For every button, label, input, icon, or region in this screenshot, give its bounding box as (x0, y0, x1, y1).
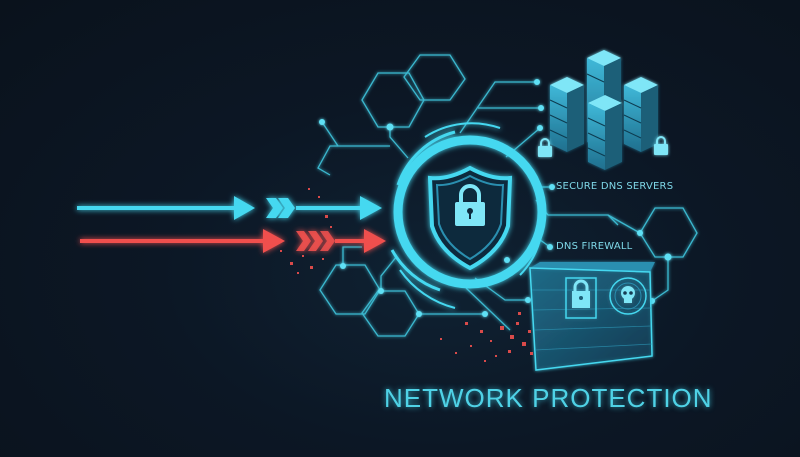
shield-lock-icon (427, 165, 513, 271)
arrow-icon (263, 229, 285, 253)
secure-dns-servers-label: SECURE DNS SERVERS (556, 181, 674, 192)
padlock-icon (654, 136, 668, 155)
arrow-icon (360, 196, 382, 220)
firewall-wall-icon (529, 262, 655, 371)
arrow-icon (364, 229, 386, 253)
legitimate-traffic-arrow (77, 196, 382, 220)
padlock-icon (538, 138, 552, 157)
dns-firewall-label: DNS FIREWALL (556, 241, 633, 252)
server-stack-icon (549, 50, 658, 170)
shield-ring (390, 122, 547, 309)
hexagon-icon (319, 264, 381, 315)
hexagon-icon (403, 54, 466, 101)
hexagon-icon (361, 72, 425, 128)
page-title: NETWORK PROTECTION (384, 383, 713, 413)
arrow-icon (234, 196, 255, 220)
hexagon-icon (639, 207, 698, 258)
threat-particles (280, 188, 533, 362)
circuit-lines (317, 54, 698, 337)
hexagon-icon (361, 290, 420, 337)
circuit-nodes (319, 79, 672, 317)
malicious-traffic-arrow (80, 229, 386, 253)
skull-icon (609, 277, 647, 315)
